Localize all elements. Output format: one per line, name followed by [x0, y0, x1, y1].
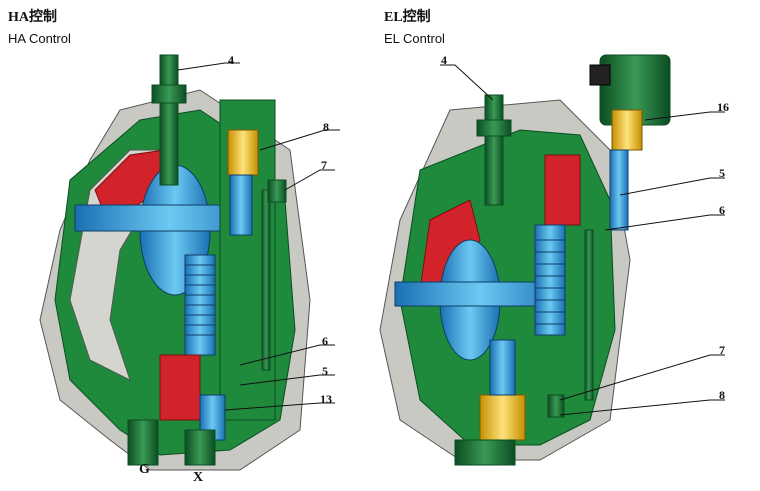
- ha-callout-13: 13: [320, 392, 332, 406]
- el-feedback-rod: [584, 229, 594, 401]
- ha-port-x: [184, 429, 216, 466]
- ha-title-en: HA Control: [8, 31, 71, 46]
- el-title-en: EL Control: [384, 31, 445, 46]
- el-red-block: [544, 154, 581, 226]
- el-valve-spool: [609, 149, 629, 231]
- ha-adjusting-screw: [159, 54, 179, 186]
- el-spring: [534, 224, 566, 336]
- el-title-zh: EL控制: [384, 10, 431, 25]
- ha-yellow-piston: [227, 129, 259, 176]
- el-callout-7: 7: [719, 343, 725, 357]
- el-yellow-core: [611, 109, 643, 151]
- ha-callout-4: 4: [228, 53, 234, 67]
- ha-red-piston: [159, 354, 201, 421]
- el-callout-5: 5: [719, 166, 725, 180]
- el-callout-4: 4: [441, 53, 447, 67]
- el-yellow-piston: [479, 394, 526, 441]
- ha-callout-7: 7: [321, 158, 327, 172]
- ha-port-g: [127, 419, 159, 466]
- el-bottom-plug: [454, 439, 516, 466]
- ha-port-label-x: X: [193, 470, 204, 485]
- ha-port-label-g: G: [139, 462, 150, 477]
- ha-title-zh: HA控制: [8, 10, 57, 25]
- el-callout-16: 16: [717, 100, 729, 114]
- ha-control-drawing: [39, 54, 340, 471]
- el-callout-8: 8: [719, 388, 725, 402]
- ha-feedback-rod: [261, 189, 271, 371]
- ha-callout-6: 6: [322, 334, 328, 348]
- el-control-drawing: [379, 54, 725, 466]
- ha-callout-5: 5: [322, 364, 328, 378]
- ha-callout-8: 8: [323, 120, 329, 134]
- el-callout-6: 6: [719, 203, 725, 217]
- el-adjusting-screw: [484, 94, 504, 206]
